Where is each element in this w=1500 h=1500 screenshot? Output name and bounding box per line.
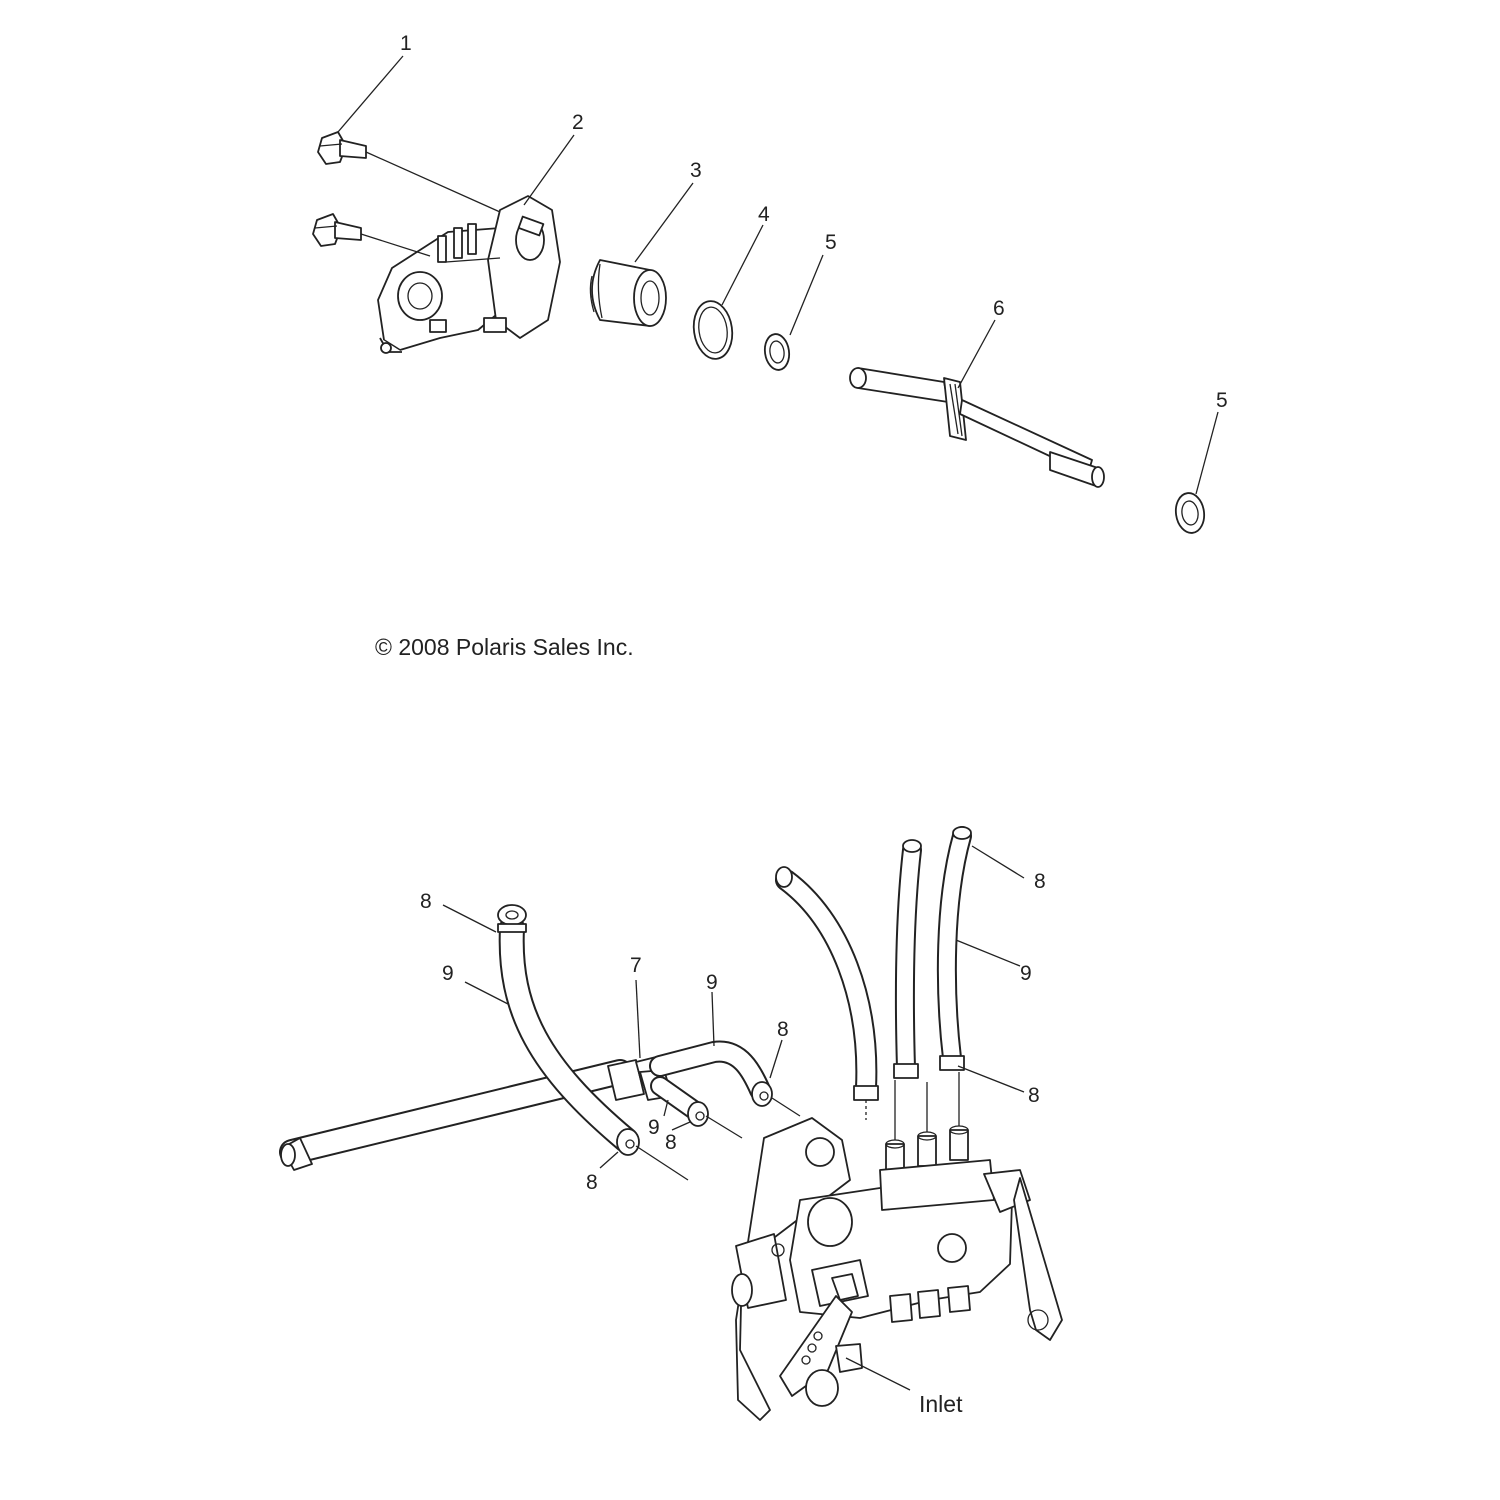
oil-pump-top [377, 195, 561, 354]
vertical-hose-left [893, 839, 922, 1079]
callout-4: 4 [758, 203, 770, 226]
left-curved-hose [497, 904, 639, 1153]
callout-8-lower-right: 8 [1028, 1084, 1040, 1107]
callout-8-short: 8 [665, 1131, 677, 1154]
callout-2: 2 [572, 111, 584, 134]
callout-9-elbow: 9 [706, 971, 718, 994]
callout-7: 7 [630, 954, 642, 977]
elbow-hose [649, 1040, 773, 1107]
callout-9-short: 9 [648, 1116, 660, 1139]
callout-8-elbow: 8 [777, 1018, 789, 1041]
callout-8-top-right: 8 [1034, 870, 1046, 893]
callout-9-right: 9 [1020, 962, 1032, 985]
inlet-label: Inlet [919, 1391, 963, 1417]
washer-lower [1174, 492, 1206, 534]
callout-5-upper: 5 [825, 231, 837, 254]
curved-hose-center [775, 866, 879, 1101]
bolt-lower [312, 213, 362, 247]
o-ring [692, 300, 734, 360]
callout-9-left: 9 [442, 962, 454, 985]
bolt-upper [317, 131, 367, 165]
callout-labels: 1 2 3 4 5 6 5 8 9 7 9 8 9 8 8 8 9 8 © 20… [375, 32, 1228, 1417]
callout-8-left: 8 [420, 890, 432, 913]
callout-8-bottom-left: 8 [586, 1171, 598, 1194]
washer-upper [763, 333, 791, 371]
hose-clamp-left [616, 1128, 640, 1156]
callout-5-lower: 5 [1216, 389, 1228, 412]
gear-shaft [849, 367, 1105, 488]
copyright-text: © 2008 Polaris Sales Inc. [375, 634, 634, 660]
callout-3: 3 [690, 159, 702, 182]
callout-6: 6 [993, 297, 1005, 320]
oil-pump-bottom [731, 1117, 1063, 1421]
top-leader-lines [337, 55, 1219, 495]
bushing-cup [589, 259, 667, 327]
bottom-leader-lines [442, 845, 1025, 1391]
callout-1: 1 [400, 32, 412, 55]
vertical-hose-right [936, 826, 972, 1071]
short-hose [650, 1076, 709, 1127]
